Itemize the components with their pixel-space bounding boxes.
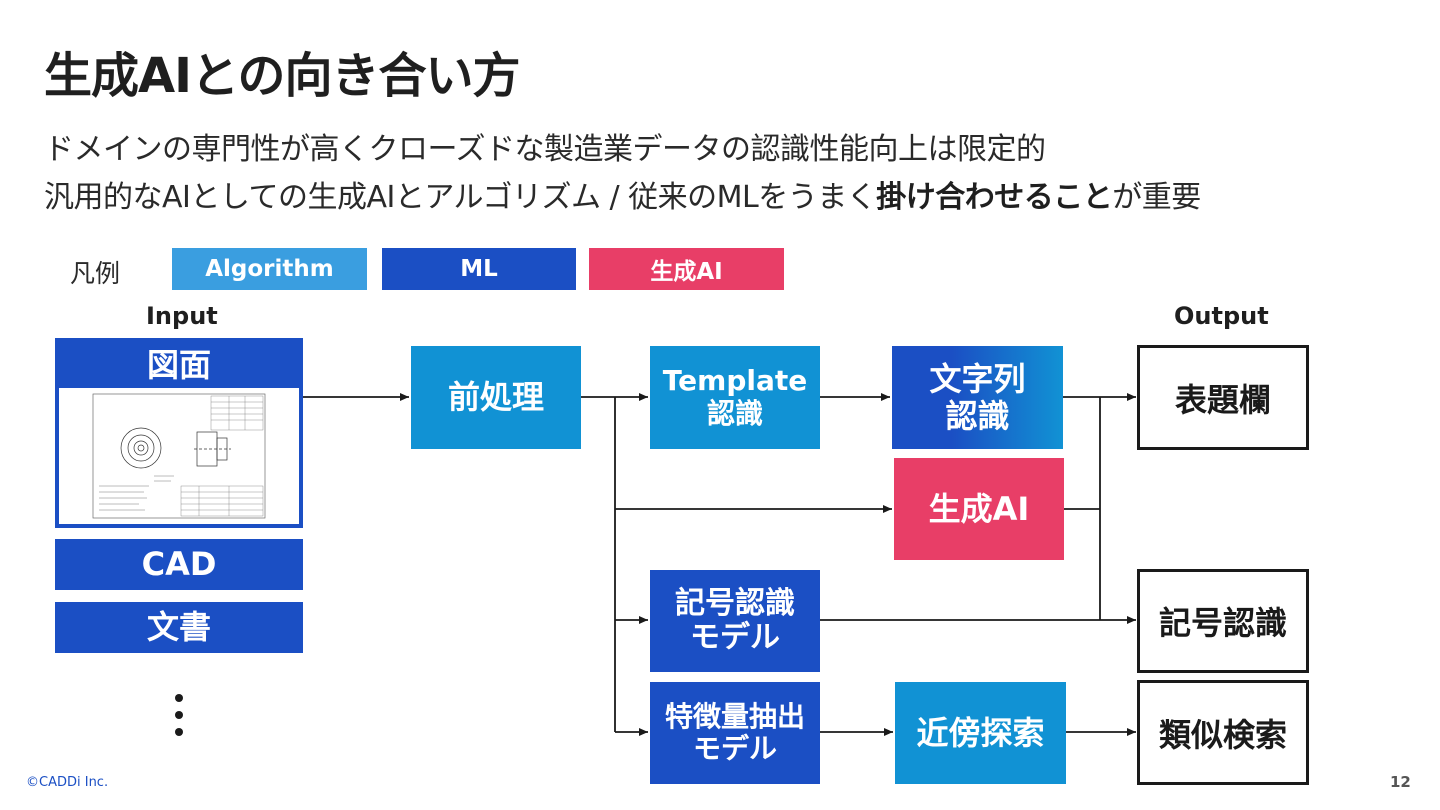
node-nearest-neighbor-search: 近傍探索	[895, 682, 1066, 784]
page-number: 12	[1390, 773, 1411, 791]
node-string-label-2: 認識	[945, 396, 1010, 435]
input-label: Input	[146, 302, 218, 330]
node-nn-label: 近傍探索	[916, 713, 1045, 752]
output-symbol-recognition: 記号認識	[1137, 569, 1309, 673]
input-drawing: 図面	[55, 338, 303, 528]
legend-algorithm: Algorithm	[172, 248, 367, 290]
more-inputs-ellipsis-icon	[173, 694, 185, 736]
subtitle-line-2: 汎用的なAIとしての生成AIとアルゴリズム / 従来のMLをうまく掛け合わせるこ…	[44, 172, 1201, 216]
subtitle-line-2-bold: 掛け合わせること	[876, 180, 1113, 215]
node-preprocess-label: 前処理	[447, 378, 544, 417]
footer-copyright: ©CADDi Inc.	[26, 775, 109, 790]
input-drawing-label: 図面	[146, 346, 211, 384]
node-string-label-1: 文字列	[929, 359, 1026, 398]
output-title-block-label: 表題欄	[1174, 380, 1271, 419]
node-feature-model-label-1: 特徴量抽出	[664, 699, 805, 733]
input-document: 文書	[55, 602, 303, 653]
technical-drawing-image	[59, 388, 299, 524]
input-cad-label: CAD	[141, 545, 217, 584]
output-title-block: 表題欄	[1137, 345, 1309, 450]
subtitle-line-2-post: が重要	[1112, 180, 1201, 215]
input-document-label: 文書	[146, 608, 211, 647]
node-symbol-model-label-1: 記号認識	[675, 585, 795, 621]
input-cad: CAD	[55, 539, 303, 590]
output-symbol-label: 記号認識	[1158, 604, 1287, 642]
node-feature-model-label-2: モデル	[692, 732, 777, 765]
node-template-label-1: Template	[662, 364, 808, 398]
node-string-recognition: 文字列 認識	[892, 346, 1063, 449]
page-title: 生成AIとの向き合い方	[44, 48, 521, 104]
node-symbol-model: 記号認識 モデル	[650, 570, 820, 672]
node-symbol-model-label-2: モデル	[690, 620, 780, 655]
output-similar-label: 類似検索	[1158, 715, 1287, 754]
node-genai: 生成AI	[894, 458, 1064, 560]
subtitle-line-1: ドメインの専門性が高くクローズドな製造業データの認識性能向上は限定的	[44, 132, 1046, 167]
subtitle-line-2-pre: 汎用的なAIとしての生成AIとアルゴリズム / 従来のMLをうまく	[44, 180, 877, 215]
legend-genai: 生成AI	[589, 248, 784, 290]
node-preprocess: 前処理	[411, 346, 581, 449]
drawing-sketch-icon	[92, 393, 266, 519]
output-similar-search: 類似検索	[1137, 680, 1309, 785]
node-genai-label: 生成AI	[928, 489, 1030, 528]
legend-ml: ML	[382, 248, 576, 290]
node-feature-model: 特徴量抽出 モデル	[650, 682, 820, 784]
node-template-recognition: Template 認識	[650, 346, 820, 449]
node-template-label-2: 認識	[706, 396, 763, 430]
output-label: Output	[1174, 302, 1269, 330]
legend-label: 凡例	[70, 259, 121, 288]
